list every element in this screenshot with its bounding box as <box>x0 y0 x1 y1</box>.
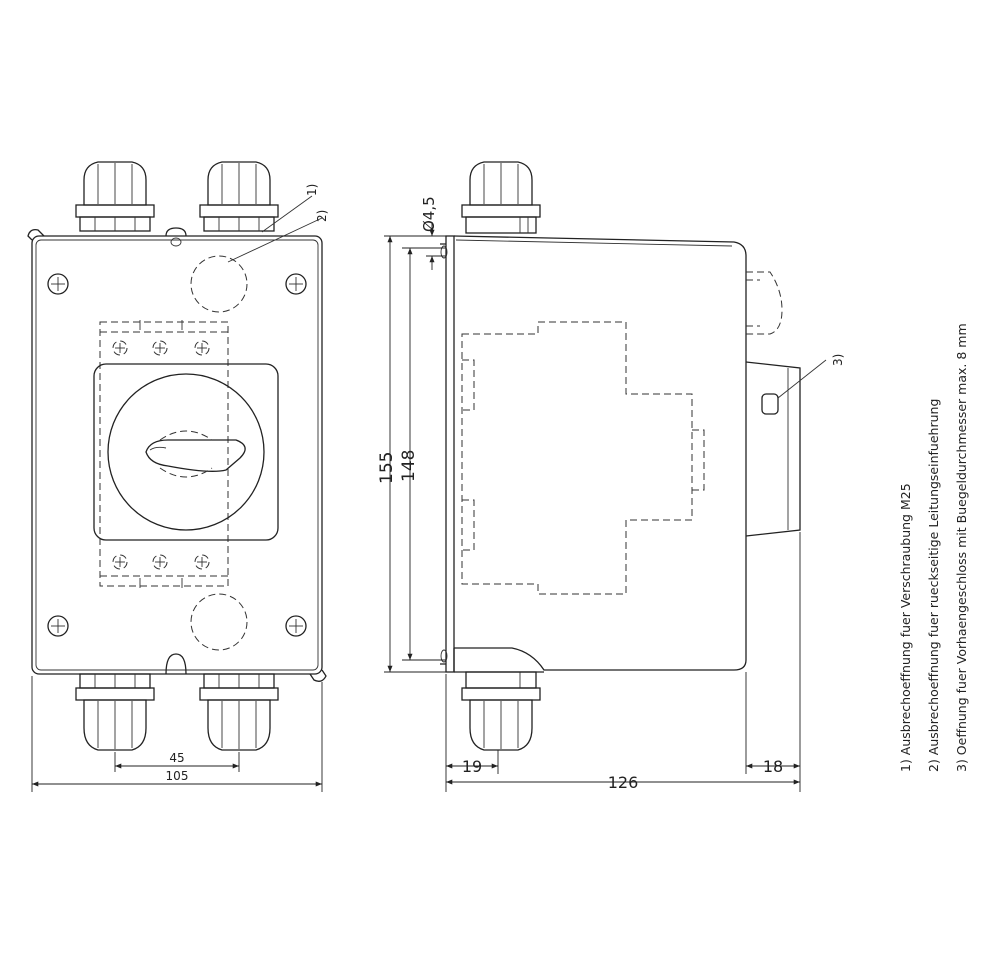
dim-19-label: 19 <box>462 757 482 776</box>
dim-148-label: 148 <box>399 450 419 482</box>
side-bottom-cable-gland-icon <box>461 671 541 751</box>
dim-18-label: 18 <box>763 757 783 776</box>
switch-face-plate <box>93 363 279 541</box>
top-left-cable-gland-icon <box>75 161 155 232</box>
bottom-left-cable-gland-icon <box>75 673 155 751</box>
front-enclosure-body <box>31 235 323 675</box>
side-top-cable-gland-icon <box>461 161 541 234</box>
side-enclosure-body <box>453 235 747 671</box>
note-1: 1) Ausbrechoeffnung fuer Verschraubung M… <box>898 483 913 772</box>
notes-block: 1) Ausbrechoeffnung fuer Verschraubung M… <box>898 323 969 772</box>
dim-hole-label: Ø4,5 <box>420 196 438 232</box>
front-view: 1) 2) 45 105 <box>27 161 329 792</box>
bottom-right-cable-gland-icon <box>199 673 279 751</box>
knockout-circle-top <box>190 255 248 313</box>
dim-126-label: 126 <box>608 773 639 792</box>
side-view: 3) Ø4,5 155 148 19 18 126 <box>377 161 845 792</box>
note-3: 3) Oeffnung fuer Vorhaengeschloss mit Bu… <box>954 323 969 772</box>
top-right-cable-gland-icon <box>199 161 279 232</box>
padlock-flap <box>745 361 801 537</box>
callout-2-label: 2) <box>315 210 329 222</box>
dim-105-label: 105 <box>166 769 189 783</box>
callout-3-label: 3) <box>831 354 845 366</box>
dim-155-label: 155 <box>377 452 397 484</box>
dim-45-label: 45 <box>169 751 184 765</box>
note-2: 2) Ausbrechoeffnung fuer rueckseitige Le… <box>926 399 941 772</box>
padlock-opening-icon <box>761 393 779 415</box>
corner-screw-icon <box>47 273 307 637</box>
callout-1-label: 1) <box>305 184 319 196</box>
terminal-screw-icon <box>112 340 210 570</box>
rotary-knob-icon <box>107 373 265 531</box>
knockout-circle-bottom <box>190 593 248 651</box>
